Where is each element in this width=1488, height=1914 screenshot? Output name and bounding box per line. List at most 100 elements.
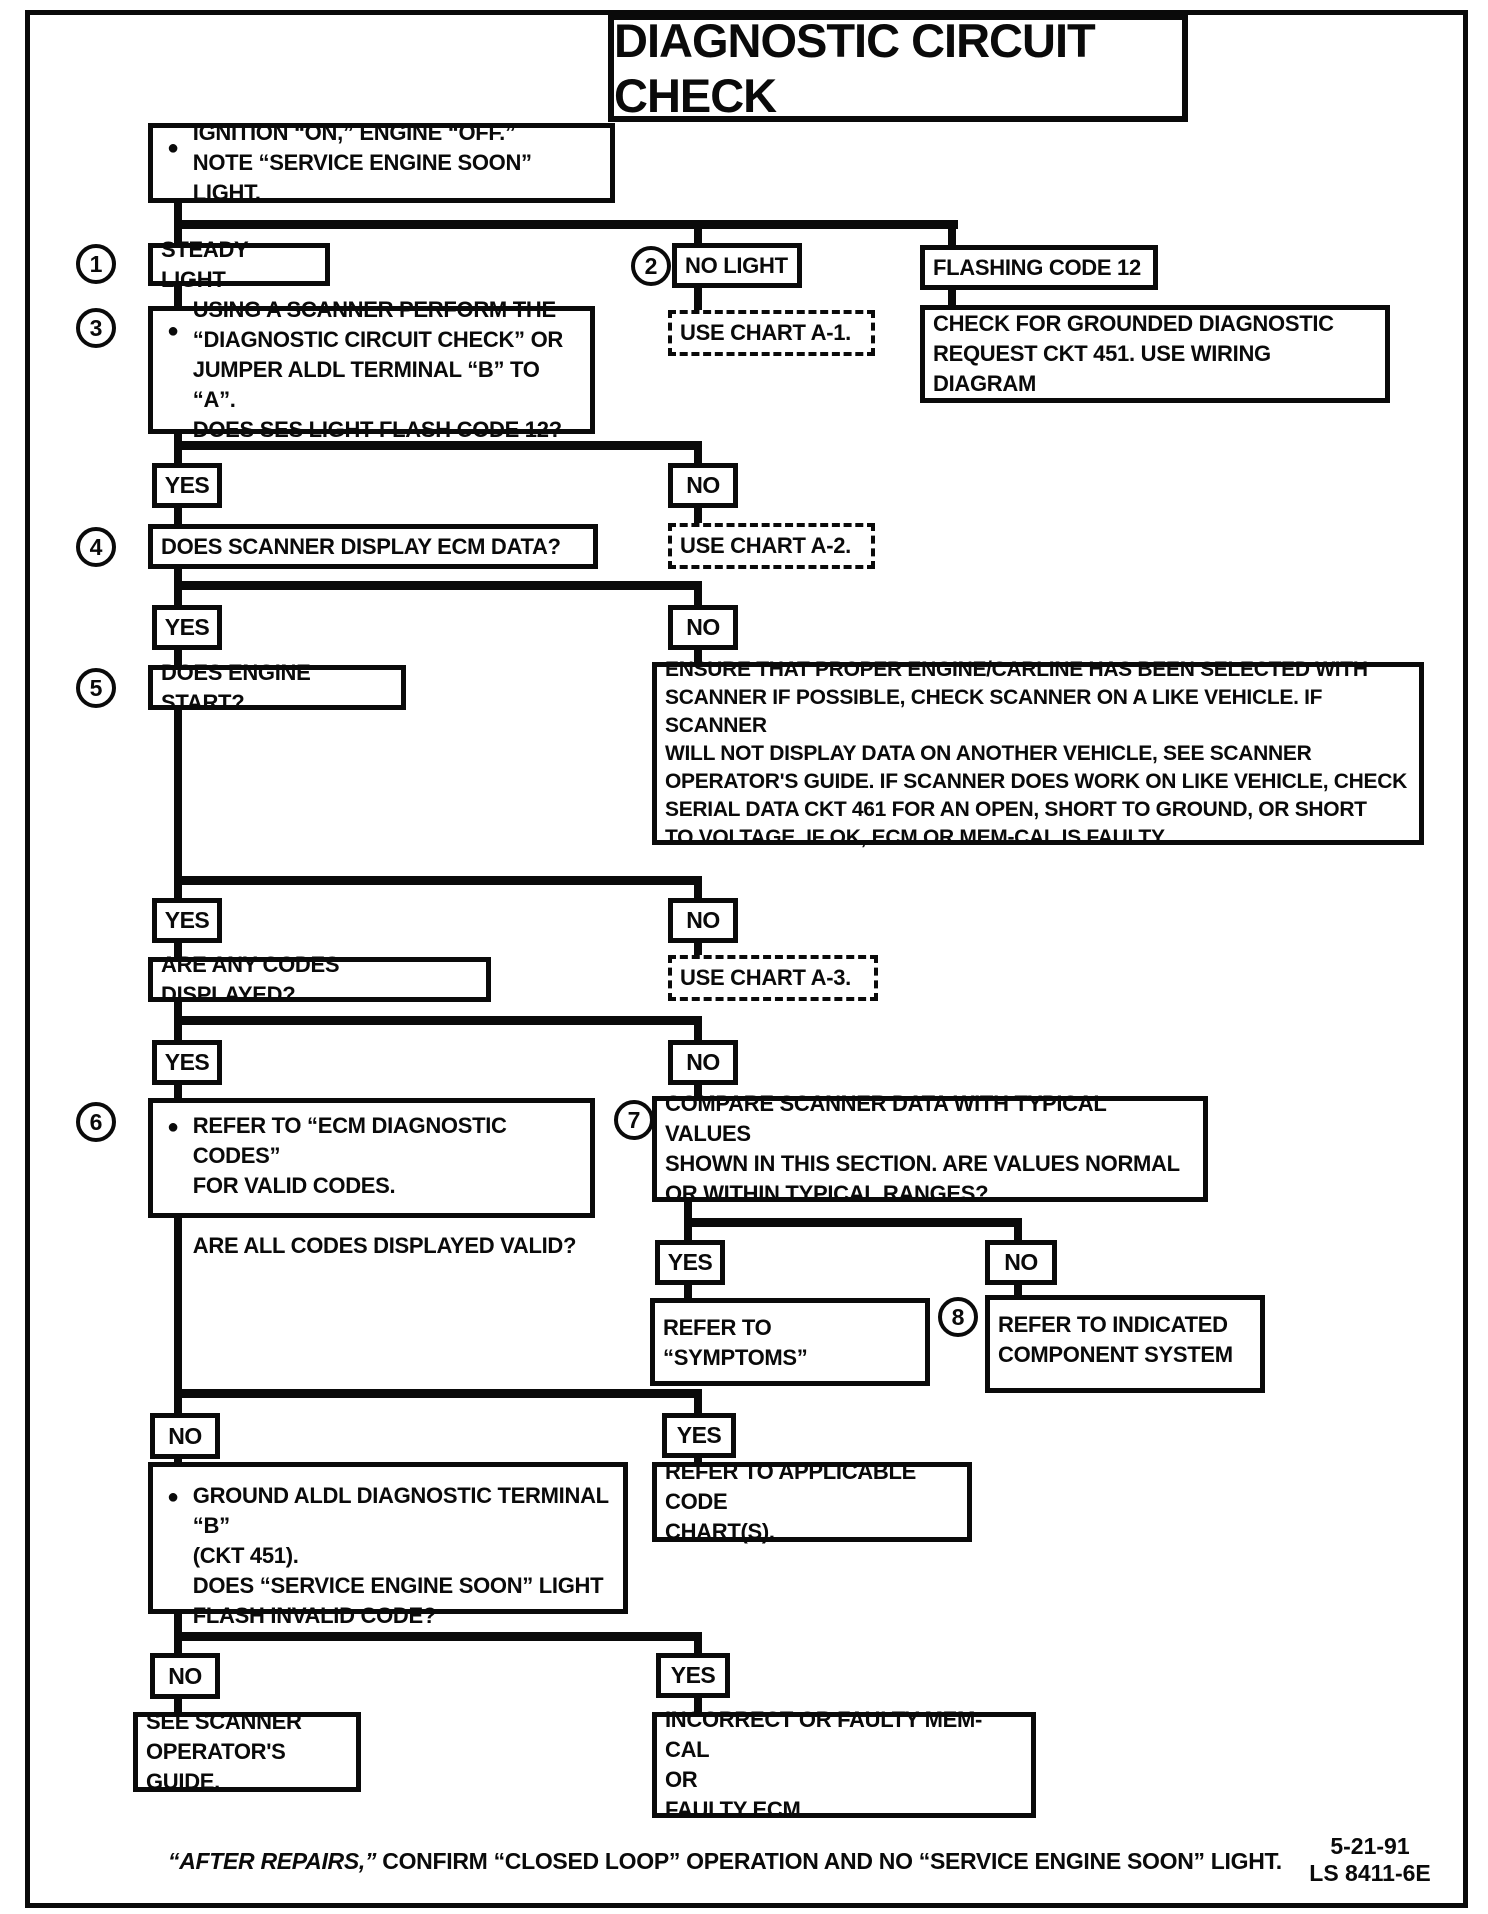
step-circle-7: 7 [614,1100,654,1140]
yes-box: YES [152,898,222,943]
no-box: NO [668,1040,738,1085]
connector-line [694,443,702,464]
step-number: 4 [89,533,103,560]
connector-line [694,583,702,606]
step-circle-8: 8 [938,1297,978,1337]
node-operators-guide: SEE SCANNER OPERATOR'S GUIDE. [133,1709,361,1794]
yes-box: YES [656,1653,730,1698]
no-label: NO [168,1422,202,1449]
node-text: DOES ENGINE START? [161,659,311,715]
footer-note-italic: “AFTER REPAIRS,” [168,1848,377,1874]
connector-line [174,648,182,666]
step-circle-1: 1 [76,244,116,284]
node-valid-codes: ● REFER TO “ECM DIAGNOSTIC CODES” FOR VA… [148,1098,595,1258]
connector-line [694,1391,702,1414]
node-text: REFER TO “SYMPTOMS” [663,1315,808,1370]
node-text: SEE SCANNER OPERATOR'S GUIDE. [146,1709,302,1794]
node-scanner-check: ● USING A SCANNER PERFORM THE “DIAGNOSTI… [148,297,595,442]
step-circle-3: 3 [76,308,116,348]
step-number: 8 [951,1303,965,1330]
connector-line [684,1283,692,1300]
node-text: REFER TO APPLICABLE CODE CHART(S). [665,1459,916,1544]
connector-line [174,441,702,450]
yes-label: YES [164,472,210,498]
no-label: NO [686,907,720,933]
connector-line [948,288,956,307]
no-box: NO [985,1240,1057,1285]
node-text: COMPARE SCANNER DATA WITH TYPICAL VALUES… [665,1091,1180,1206]
step-circle-2: 2 [631,246,671,286]
node-text: INCORRECT OR FAULTY MEM-CAL OR FAULTY EC… [665,1707,983,1822]
step-circle-4: 4 [76,527,116,567]
node-compare-scanner-data: COMPARE SCANNER DATA WITH TYPICAL VALUES… [652,1091,1208,1206]
node-use-chart-a3: USE CHART A-3. [668,955,878,1001]
yes-label: YES [164,907,210,933]
node-ground-aldl: ● GROUND ALDL DIAGNOSTIC TERMINAL “B” (C… [148,1462,628,1628]
connector-line [174,941,182,959]
no-box: NO [668,605,738,650]
node-text: STEADY LIGHT [161,236,249,292]
node-component-system: REFER TO INDICATED COMPONENT SYSTEM [985,1295,1265,1393]
connector-line [174,1455,182,1467]
no-box: NO [668,463,738,508]
bullet-icon: ● [167,137,179,159]
connector-line [694,1696,702,1714]
connector-line [694,878,702,899]
no-label: NO [686,614,720,640]
start-text: IGNITION “ON,” ENGINE “OFF.” NOTE “SERVI… [192,120,532,205]
connector-line [174,876,702,885]
step-number: 3 [89,314,103,341]
node-scanner-display: DOES SCANNER DISPLAY ECM DATA? [148,524,598,569]
node-text: USE CHART A-3. [680,965,851,990]
page-title: DIAGNOSTIC CIRCUIT CHECK [608,14,1188,122]
no-box: NO [150,1653,220,1699]
step-number: 2 [644,252,658,279]
yes-box: YES [152,1040,222,1085]
node-flashing-code-12: FLASHING CODE 12 [920,245,1158,290]
node-text: USING A SCANNER PERFORM THE “DIAGNOSTIC … [192,297,564,442]
step-number: 1 [89,250,103,277]
connector-line [694,1018,702,1041]
connector-line [1014,1220,1022,1242]
no-label: NO [686,1049,720,1075]
connector-line [1014,1283,1022,1297]
connector-line [174,1697,182,1714]
no-box: NO [668,898,738,943]
node-text: REFER TO “ECM DIAGNOSTIC CODES” FOR VALI… [192,1113,577,1258]
yes-box: YES [152,463,222,508]
connector-line [174,220,958,229]
node-text: REFER TO INDICATED COMPONENT SYSTEM [998,1312,1233,1367]
node-faulty-memcal: INCORRECT OR FAULTY MEM-CAL OR FAULTY EC… [652,1707,1036,1822]
connector-line [694,941,702,956]
start-box: ● IGNITION “ON,” ENGINE “OFF.” NOTE “SER… [148,120,615,205]
step-number: 6 [89,1108,103,1135]
connector-line [684,1218,1022,1227]
node-use-chart-a2: USE CHART A-2. [668,523,875,569]
node-text: GROUND ALDL DIAGNOSTIC TERMINAL “B” (CKT… [192,1483,609,1628]
yes-box: YES [152,605,222,650]
connector-line [174,708,182,899]
yes-box: YES [655,1240,725,1285]
node-check-grounded: CHECK FOR GROUNDED DIAGNOSTIC REQUEST CK… [920,305,1390,403]
yes-label: YES [670,1662,716,1688]
connector-line [174,284,182,308]
step-number: 5 [89,674,103,701]
bullet-icon: ● [167,1486,179,1508]
bullet-icon: ● [167,320,179,342]
connector-line [174,1632,702,1641]
connector-line [174,1083,182,1100]
connector-line [694,648,702,663]
bullet-icon: ● [167,1116,179,1138]
step-number: 7 [627,1106,641,1133]
node-ensure-engine-carline: ENSURE THAT PROPER ENGINE/CARLINE HAS BE… [652,658,1424,849]
connector-line [174,1214,182,1414]
footer-note: “AFTER REPAIRS,” CONFIRM “CLOSED LOOP” O… [168,1848,1282,1875]
footer-doc-id: LS 8411-6E [1309,1860,1431,1886]
connector-line [694,224,702,245]
connector-line [694,1083,702,1098]
connector-line [694,1634,702,1655]
node-text: CHECK FOR GROUNDED DIAGNOSTIC REQUEST CK… [933,311,1334,396]
node-text: USE CHART A-1. [680,320,851,345]
footer-date: 5-21-91 [1330,1833,1410,1859]
